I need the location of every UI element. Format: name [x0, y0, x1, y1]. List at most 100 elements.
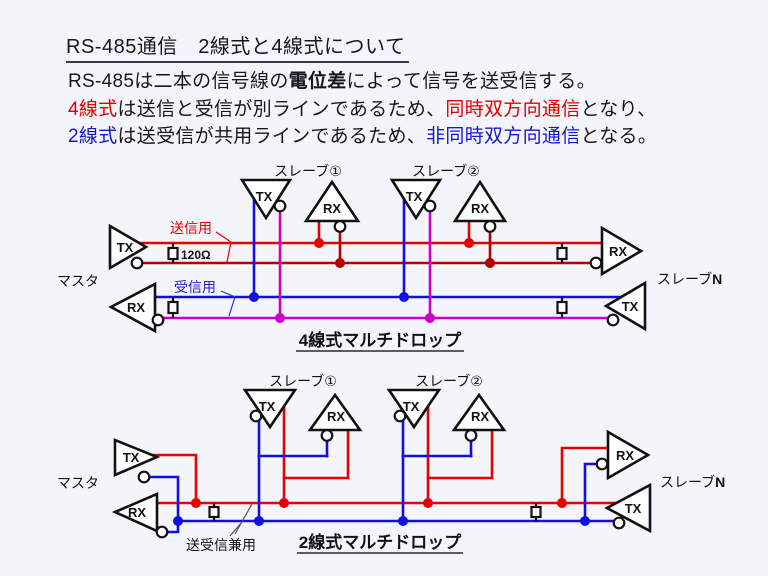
- slave2-rx-inverter-bubble: [483, 220, 497, 233]
- master-tx-triangle: [113, 438, 161, 477]
- slaveN-rx-inverter-bubble: [589, 256, 603, 270]
- master-tx-label: TX: [117, 240, 134, 255]
- slaveN-tx-inverter-bubble: [612, 516, 626, 530]
- intro-line-3-mid: は送受信が共用ラインであるため、: [117, 126, 427, 147]
- two-wire-caption: 2線式マルチドロップ: [299, 532, 462, 552]
- intro-line-3-em: 非同時双方向通信: [426, 126, 581, 147]
- master-label: マスタ: [57, 475, 99, 491]
- recv-label: 受信用: [174, 279, 216, 295]
- slave1-tx-triangle: [242, 388, 298, 430]
- slave1-tx-inverter-bubble: [273, 199, 287, 213]
- slaveN-tx-triangle: [604, 482, 652, 534]
- junction-dot: [254, 516, 264, 526]
- slave1-rx-triangle: [303, 179, 361, 223]
- master-tx-triangle: [108, 223, 149, 271]
- slave1-tx-triangle: [239, 178, 293, 221]
- terminator-left-rx: [167, 297, 179, 318]
- master-rx-inverter-bubble: [155, 525, 169, 539]
- send-label-pointer: [215, 231, 232, 263]
- terminator-right-rx: [556, 297, 568, 318]
- master-rx-wire: [147, 475, 180, 534]
- junction-dot: [423, 498, 433, 508]
- intro-line-1-post: によって信号を送受信する。: [346, 71, 596, 92]
- intro-line-3: 2線式は送受信が共用ラインであるため、非同時双方向通信となる。: [68, 121, 657, 148]
- slaveN-rx-label: RX: [616, 448, 634, 463]
- slave2-label: スレーブ②: [415, 373, 483, 389]
- slave2-tx-inverter-bubble: [393, 409, 407, 423]
- junction-dot: [557, 498, 567, 508]
- master-tx-wire: [152, 453, 198, 505]
- terminator-right-tx: [556, 243, 568, 263]
- slave2-tx-triangle: [386, 388, 442, 430]
- four-wire-diagram: TX RX TX RX TX RX RX TX マスタ スレーブ① スレーブ② …: [57, 163, 722, 352]
- slave1-label: スレーブ①: [269, 373, 337, 389]
- master-label: マスタ: [57, 273, 99, 289]
- slave2-label: スレーブ②: [412, 163, 480, 179]
- slave1-rx-inverter-bubble: [320, 429, 334, 442]
- slaveN-rx-triangle: [606, 429, 651, 481]
- terminator-value-label: 120Ω: [181, 248, 211, 262]
- intro-line-1: RS-485は二本の信号線の電位差によって信号を送受信する。: [68, 66, 596, 93]
- junction-dot: [279, 498, 289, 508]
- junction-dot: [464, 238, 474, 248]
- junction-dot: [398, 516, 408, 526]
- master-rx-triangle: [111, 492, 159, 534]
- slave1-label: スレーブ①: [274, 163, 342, 179]
- intro-line-1-pre: RS-485は二本の信号線の: [68, 71, 289, 92]
- slaveN-tx-triangle: [603, 280, 647, 332]
- slaveN-blue-riser: [583, 462, 599, 523]
- slave2-tx-triangle: [389, 178, 443, 221]
- slaveN-rx-inverter-bubble: [595, 457, 609, 471]
- slaveN-tx-label: TX: [625, 501, 642, 516]
- intro-line-3-lead: 2線式: [68, 126, 118, 147]
- recv-label-pointer: [220, 290, 236, 317]
- page-title: RS-485通信 2線式と4線式について: [66, 30, 410, 63]
- slave1-tx-label: TX: [259, 399, 276, 414]
- terminator-left: [208, 503, 220, 521]
- junction-dot: [580, 516, 590, 526]
- slaveN-label: スレーブN: [657, 271, 722, 287]
- slave2-tx-label: TX: [406, 189, 423, 204]
- slave2-rx-label: RX: [471, 201, 489, 216]
- junction-dot: [191, 498, 201, 508]
- junction-dot: [335, 258, 345, 268]
- intro-line-3-tail: となる。: [580, 126, 658, 147]
- slaveN-tx-inverter-bubble: [606, 313, 620, 327]
- intro-line-2-tail: となり、: [580, 99, 657, 120]
- master-rx-inverter-bubble: [151, 313, 165, 327]
- four-wire-caption: 4線式マルチドロップ: [299, 330, 462, 350]
- slaveN-rx-label: RX: [609, 244, 627, 259]
- master-tx-label: TX: [123, 450, 140, 465]
- slave2-rx-triangle: [452, 179, 508, 223]
- slave2-rx-inverter-bubble: [464, 429, 478, 442]
- master-rx-triangle: [108, 281, 157, 334]
- master-rx-label: RX: [127, 300, 145, 315]
- slave2-tx-inverter-bubble: [423, 199, 437, 213]
- slave2-rx-triangle: [451, 392, 507, 432]
- junction-dot: [249, 292, 259, 302]
- master-tx-inverter-bubble: [130, 256, 144, 270]
- slave2-tx-label: TX: [403, 399, 420, 414]
- master-rx-label: RX: [128, 505, 146, 520]
- junction-dot: [399, 292, 409, 302]
- slave1-tx-label: TX: [256, 189, 273, 204]
- junction-dot: [275, 313, 285, 323]
- intro-line-1-bold: 電位差: [288, 71, 347, 92]
- slave2-rx-label: RX: [471, 409, 489, 424]
- shared-label-pointer: [234, 503, 253, 535]
- intro-line-2-mid: は送信と受信が別ラインであるため、: [117, 99, 446, 120]
- slaveN-label: スレーブN: [660, 474, 725, 490]
- two-wire-diagram: TX RX TX RX TX RX RX TX マスタ スレーブ① スレーブ② …: [57, 373, 725, 554]
- intro-line-2-em: 同時双方向通信: [445, 99, 581, 120]
- terminator-120ohm-left-tx: [167, 243, 179, 263]
- intro-line-2: 4線式は送信と受信が別ラインであるため、同時双方向通信となり、: [68, 94, 656, 121]
- intro-line-2-lead: 4線式: [68, 99, 118, 120]
- send-label: 送信用: [170, 220, 212, 236]
- slave1-rx-label: RX: [323, 201, 341, 216]
- slaveN-rx-triangle: [600, 225, 644, 277]
- slave1-rx-inverter-bubble: [333, 220, 347, 233]
- shared-line-label: 送受信兼用: [186, 537, 256, 553]
- junction-dot: [173, 516, 183, 526]
